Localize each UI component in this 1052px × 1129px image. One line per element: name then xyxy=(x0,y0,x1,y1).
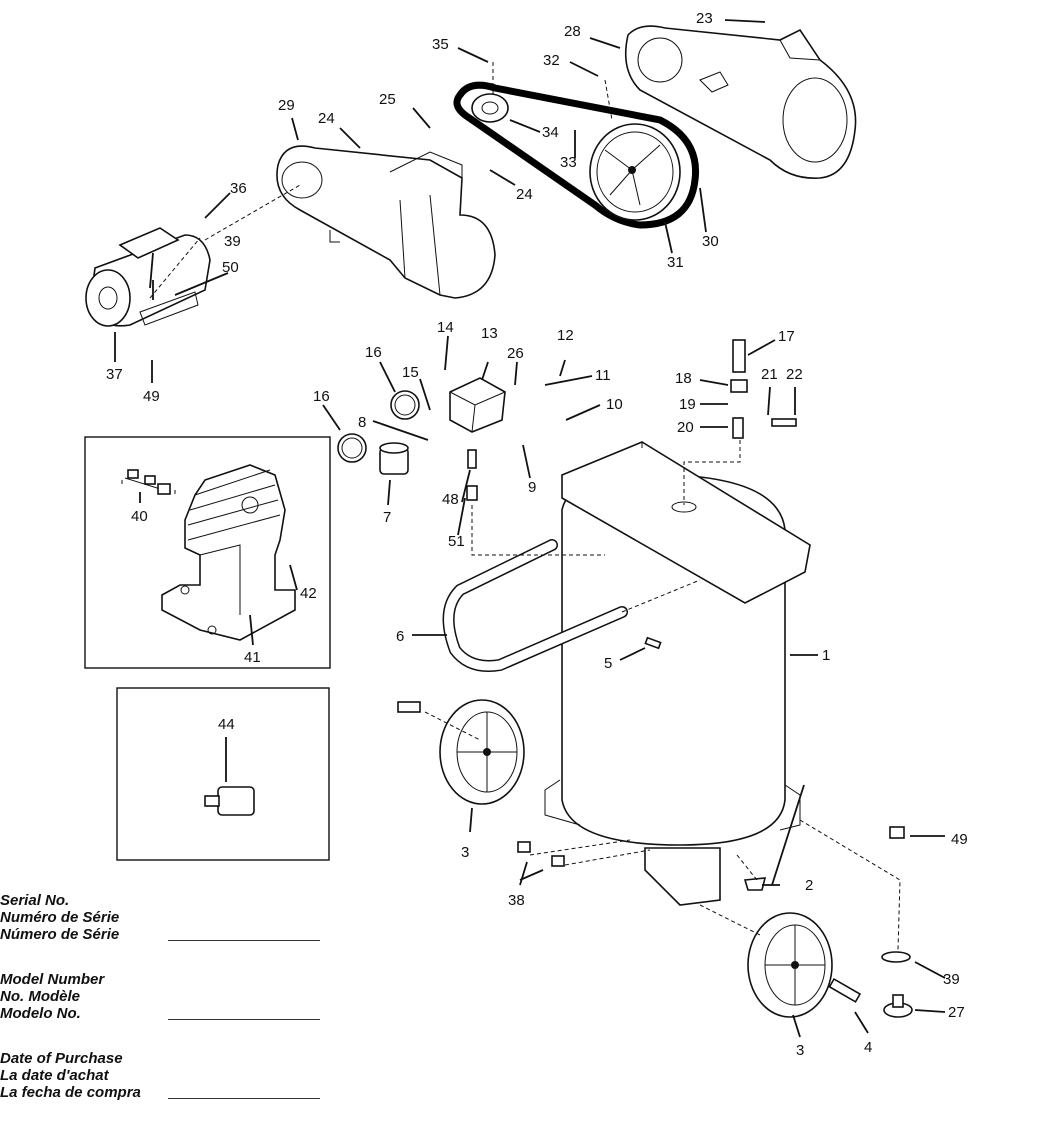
callout-38: 38 xyxy=(508,892,525,909)
callout-50: 50 xyxy=(222,259,239,276)
callout-31: 31 xyxy=(667,254,684,271)
compressor-pump xyxy=(161,464,296,641)
pressure-gauge-left xyxy=(337,433,367,463)
callout-44: 44 xyxy=(218,716,235,733)
callout-33: 33 xyxy=(560,154,577,171)
pump-fittings-40 xyxy=(121,469,176,495)
callout-26: 26 xyxy=(507,345,524,362)
serial-label-fr: Numéro de Série xyxy=(0,909,120,926)
callout-13: 13 xyxy=(481,325,498,342)
callout-16b: 16 xyxy=(313,388,330,405)
regulator xyxy=(379,442,409,475)
callout-8: 8 xyxy=(358,414,366,431)
small-hardware xyxy=(397,339,913,1018)
wheel-right xyxy=(747,912,833,1018)
purchase-date-field: Date of Purchase La date d'achat La fech… xyxy=(0,1050,360,1101)
callout-28: 28 xyxy=(564,23,581,40)
callout-35: 35 xyxy=(432,36,449,53)
callout-5: 5 xyxy=(604,655,612,672)
electric-motor xyxy=(85,227,211,327)
callout-48: 48 xyxy=(442,491,459,508)
pressure-switch xyxy=(449,377,506,433)
callout-36: 36 xyxy=(230,180,247,197)
motor-pulley xyxy=(471,93,509,123)
callout-1: 1 xyxy=(822,647,830,664)
callout-2: 2 xyxy=(805,877,813,894)
serial-label-en: Serial No. xyxy=(0,892,70,909)
purchase-label-en: Date of Purchase xyxy=(0,1050,123,1067)
callout-4: 4 xyxy=(864,1039,872,1056)
callout-3b: 3 xyxy=(796,1042,804,1059)
serial-label-es: Número de Série xyxy=(0,926,120,943)
callout-11: 11 xyxy=(595,367,611,384)
owner-record-fields: Serial No. Numéro de Série Número de Sér… xyxy=(0,892,360,1129)
model-label-es: Modelo No. xyxy=(0,1005,81,1022)
callout-29: 29 xyxy=(278,97,295,114)
callout-23: 23 xyxy=(696,10,713,27)
callout-22: 22 xyxy=(786,366,803,383)
callout-10: 10 xyxy=(606,396,623,413)
callout-32: 32 xyxy=(543,52,560,69)
callout-51: 51 xyxy=(448,533,465,550)
callout-17: 17 xyxy=(778,328,795,345)
callout-19: 19 xyxy=(679,396,696,413)
model-number-field: Model Number No. Modèle Modelo No. xyxy=(0,971,360,1022)
callout-labels: 1 2 3 3 4 5 6 7 8 9 10 11 12 13 14 15 16… xyxy=(106,10,968,1059)
serial-number-field: Serial No. Numéro de Série Número de Sér… xyxy=(0,892,360,943)
callout-9: 9 xyxy=(528,479,536,496)
drive-belt xyxy=(453,81,700,229)
callout-7: 7 xyxy=(383,509,391,526)
callout-39a: 39 xyxy=(224,233,241,250)
callout-42: 42 xyxy=(300,585,317,602)
callout-21: 21 xyxy=(761,366,778,383)
model-label-en: Model Number xyxy=(0,971,105,988)
model-blank-line xyxy=(168,1019,320,1020)
callout-arrows xyxy=(114,19,946,1038)
callout-25: 25 xyxy=(379,91,396,108)
callout-6: 6 xyxy=(396,628,404,645)
callout-15: 15 xyxy=(402,364,419,381)
callout-27: 27 xyxy=(948,1004,965,1021)
purchase-label-es: La fecha de compra xyxy=(0,1084,141,1101)
purchase-blank-line xyxy=(168,1098,320,1099)
serial-blank-line xyxy=(168,940,320,941)
filter-inset-box xyxy=(116,687,330,861)
callout-30: 30 xyxy=(702,233,719,250)
belt-guard-back xyxy=(276,145,496,299)
callout-40: 40 xyxy=(131,508,148,525)
callout-39b: 39 xyxy=(943,971,960,988)
callout-12: 12 xyxy=(557,327,574,344)
callout-24b: 24 xyxy=(516,186,533,203)
callout-20: 20 xyxy=(677,419,694,436)
callout-16a: 16 xyxy=(365,344,382,361)
pump-inset-box xyxy=(84,436,331,669)
callout-18: 18 xyxy=(675,370,692,387)
belt-guard-front xyxy=(624,25,857,179)
callout-41: 41 xyxy=(244,649,261,666)
callout-34: 34 xyxy=(542,124,559,141)
callout-49b: 49 xyxy=(951,831,968,848)
purchase-label-fr: La date d'achat xyxy=(0,1067,109,1084)
callout-37: 37 xyxy=(106,366,123,383)
callout-49a: 49 xyxy=(143,388,160,405)
model-label-fr: No. Modèle xyxy=(0,988,81,1005)
flywheel xyxy=(589,123,681,221)
air-filter xyxy=(204,786,255,816)
callout-24a: 24 xyxy=(318,110,335,127)
callout-3a: 3 xyxy=(461,844,469,861)
air-tank xyxy=(544,441,811,906)
callout-14: 14 xyxy=(437,319,454,336)
assembly-leaders xyxy=(149,62,901,951)
wheel-left xyxy=(439,699,525,805)
pressure-gauge-top xyxy=(390,390,420,420)
